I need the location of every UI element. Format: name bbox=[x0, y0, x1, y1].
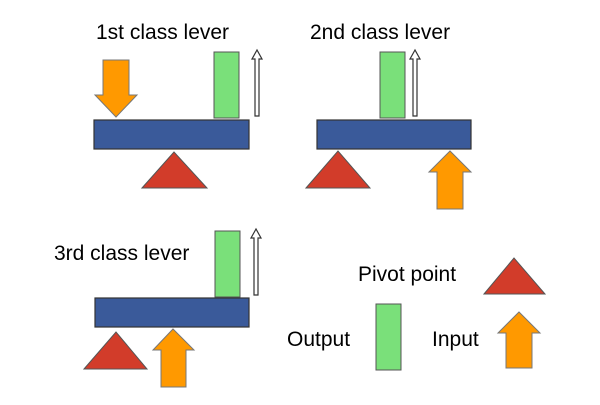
first-class-lever bbox=[93, 49, 263, 189]
legend-input-label: Input bbox=[432, 328, 479, 351]
third-class-input-arrow-icon bbox=[151, 328, 196, 388]
first-class-beam bbox=[93, 119, 250, 150]
legend-pivot-icon bbox=[482, 257, 547, 295]
second-class-output-arrow-icon bbox=[409, 49, 421, 117]
second-class-lever-title: 2nd class lever bbox=[310, 21, 451, 44]
second-class-input-arrow-icon bbox=[427, 150, 473, 210]
third-class-pivot-icon bbox=[82, 331, 149, 370]
legend-pivot-label: Pivot point bbox=[358, 263, 457, 286]
third-class-beam bbox=[94, 297, 250, 328]
legend bbox=[375, 257, 547, 371]
legend-input-arrow-icon bbox=[496, 311, 542, 369]
third-class-lever-title: 3rd class lever bbox=[54, 242, 190, 265]
legend-output-label: Output bbox=[287, 328, 351, 351]
third-class-lever bbox=[82, 228, 262, 388]
second-class-output-box bbox=[379, 51, 406, 119]
third-class-output-box bbox=[214, 230, 241, 298]
first-class-input-arrow-icon bbox=[93, 59, 139, 118]
second-class-beam bbox=[316, 119, 472, 150]
first-class-output-arrow-icon bbox=[251, 49, 263, 117]
first-class-pivot-icon bbox=[140, 151, 209, 189]
first-class-output-box bbox=[213, 51, 240, 119]
second-class-pivot-icon bbox=[304, 150, 372, 189]
legend-output-box bbox=[375, 303, 402, 371]
first-class-lever-title: 1st class lever bbox=[96, 21, 230, 44]
second-class-lever bbox=[304, 49, 473, 210]
third-class-output-arrow-icon bbox=[250, 228, 262, 296]
